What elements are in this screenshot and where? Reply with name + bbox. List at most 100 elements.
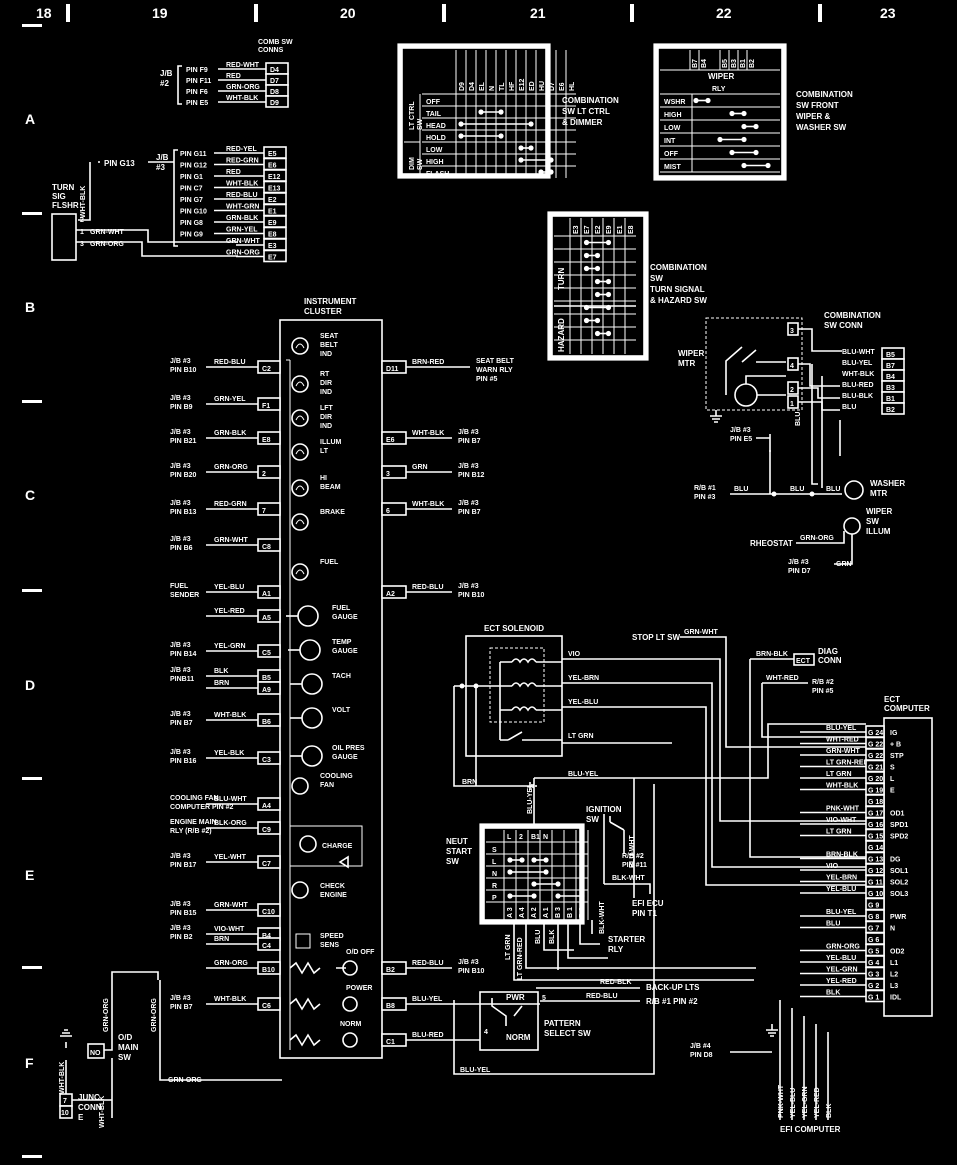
- jb3-label: J/B#3: [156, 153, 169, 172]
- jb3-term-label: E7: [268, 255, 277, 262]
- ect-pin: G 21: [868, 765, 883, 772]
- label-line: PIN B7: [170, 720, 193, 727]
- jb3-term-label: E12: [268, 174, 281, 181]
- label-line: COMBINATION: [824, 311, 881, 320]
- label-line: #3: [156, 163, 165, 172]
- ect-conn-label: ECT: [796, 658, 811, 665]
- cluster-left-wire-label: YEL-RED: [214, 608, 245, 615]
- ect-wire-label: LT GRN-RED: [826, 760, 869, 767]
- ect-wire-label: GRN-WHT: [826, 748, 861, 755]
- cluster-left-term: [257, 855, 281, 869]
- ect-fn: STP: [890, 753, 904, 760]
- label-line: J/B #3: [170, 500, 191, 507]
- ect-fn: OD1: [890, 811, 905, 818]
- ect-pin: G 9: [868, 903, 879, 910]
- cluster-bus: [286, 359, 291, 1050]
- cluster-left-term-label: 2: [262, 471, 266, 478]
- label-line: WIPER: [866, 507, 892, 516]
- table-dot: [531, 881, 537, 887]
- pattern-select-sw: [479, 991, 539, 1051]
- table-dot: [741, 162, 747, 169]
- cluster-left-term-label: B10: [262, 967, 275, 974]
- ect-pin: G 10: [868, 891, 883, 898]
- label-line: #2: [160, 79, 169, 88]
- indicator-lamp: [291, 513, 309, 531]
- cluster-left-term-label: C5: [262, 650, 271, 657]
- cluster-left-term-label: A1: [262, 591, 271, 598]
- ect-section: ECT SOLENOID VIO YEL-BRN YEL-BLU LT GRN …: [446, 624, 933, 1134]
- table-col-header: HL: [569, 81, 576, 91]
- ground: [766, 1024, 778, 1037]
- label-line: VOLT: [332, 707, 351, 714]
- ect-pin: G 22: [868, 753, 883, 760]
- neut-wire-blu: BLU: [535, 930, 542, 944]
- cluster-left-term: [257, 431, 281, 445]
- ect-fn: SPD1: [890, 822, 908, 829]
- jb3-term-label: E6: [268, 163, 277, 170]
- label-line: COMBINATION: [650, 263, 707, 272]
- comb-term-label: D8: [270, 89, 279, 96]
- label-line: IND: [320, 351, 332, 358]
- row-label-d: D: [25, 677, 35, 693]
- comb-sw-jb2: J/B#2: [160, 69, 173, 88]
- label-line: SW FRONT: [796, 101, 839, 110]
- label-line: PIN B6: [170, 545, 193, 552]
- table-dot: [507, 893, 513, 899]
- label-line: COMPUTER: [884, 704, 930, 713]
- label-line: ENGINE MAIN: [170, 819, 217, 826]
- cluster-right-term-label: 6: [386, 508, 390, 515]
- jb3-wire-label: RED: [226, 169, 241, 176]
- label-line: SW: [417, 158, 424, 170]
- label-line: CLUSTER: [304, 307, 342, 316]
- neut-wire-blk: BLK: [549, 930, 556, 944]
- cluster-left-wire-label: YEL-GRN: [214, 643, 246, 650]
- table-dot: [478, 109, 484, 115]
- label-line: PIN B12: [458, 472, 485, 479]
- turn-col-header: E1: [617, 225, 624, 234]
- indicator-lamp: [291, 375, 309, 393]
- wiper-col-header: B7: [692, 59, 699, 68]
- cluster-left-term: [257, 681, 281, 695]
- label-line: J/B #3: [170, 995, 191, 1002]
- label-line: PIN B9: [170, 404, 193, 411]
- label-line: DIAG: [818, 647, 838, 656]
- svg-text:2: 2: [80, 217, 84, 224]
- od-wire-grn-org-1: GRN-ORG: [103, 998, 110, 1032]
- table-dot: [519, 857, 525, 863]
- lamp-filament: [295, 381, 305, 387]
- lamp-filament: [295, 569, 305, 575]
- jb3-wire-label: RED-GRN: [226, 158, 259, 165]
- wiper-row-label: HIGH: [664, 112, 682, 119]
- jb3-pin: PIN C7: [180, 186, 203, 193]
- flshr-wire-grn-org: GRN-ORG: [90, 241, 124, 248]
- neut-wire-lt-grn-red: LT GRN-RED: [517, 937, 524, 980]
- jb3-term: [263, 249, 287, 263]
- ect-fn: + B: [890, 742, 901, 749]
- jb3-wire-label: RED-YEL: [226, 146, 257, 153]
- indicator-lamp: [291, 337, 309, 355]
- cluster-left-wire-label: YEL-BLU: [214, 584, 244, 591]
- ect-fn: L1: [890, 960, 898, 967]
- label-line: CONN: [78, 1103, 102, 1112]
- wiper-blu-1: BLU: [734, 486, 748, 493]
- cluster-left-term-label: C2: [262, 366, 271, 373]
- table-dot: [583, 317, 590, 324]
- label-line: PIN B21: [170, 438, 197, 445]
- turn-group-1: TURN: [557, 268, 566, 290]
- column-label-21: 21: [530, 5, 546, 21]
- jb3-wire-label: GRN-ORG: [226, 250, 260, 257]
- ect-wire-label: GRN-ORG: [826, 944, 860, 951]
- table-dot: [507, 869, 513, 875]
- indicator-lamp: [291, 881, 309, 899]
- table-dot: [583, 304, 590, 311]
- ect-wire-label: YEL-BLU: [826, 886, 856, 893]
- label-line: ILLUM: [866, 527, 891, 536]
